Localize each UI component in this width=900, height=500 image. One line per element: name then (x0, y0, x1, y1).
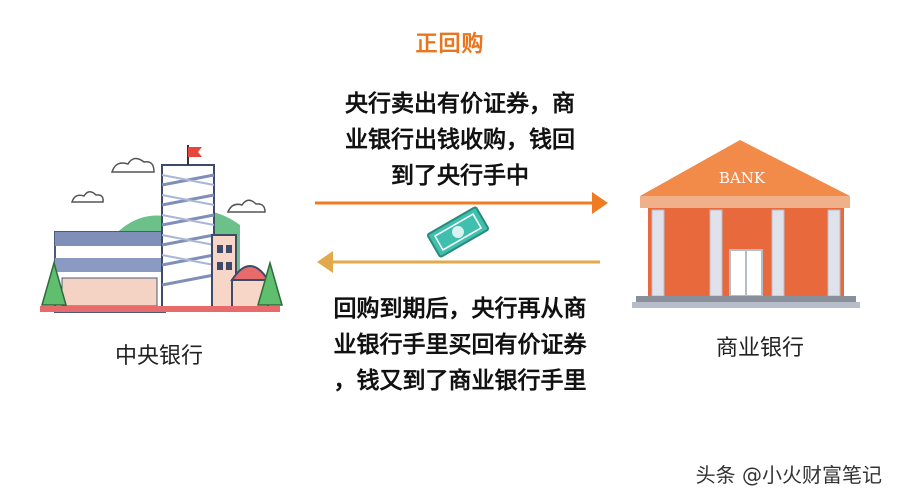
buyback-line-3: ，钱又到了商业银行手里 (333, 368, 587, 394)
sell-line-2: 业银行出钱收购，钱回 (345, 127, 575, 153)
sell-line-3: 到了央行手中 (391, 163, 529, 189)
buyback-line-2: 业银行手里买回有价证券 (333, 332, 587, 358)
central-bank-illustration (40, 145, 283, 313)
transfer-arrows (315, 192, 608, 273)
cloud-icon (70, 157, 266, 213)
commercial-bank-illustration: BANK (632, 140, 860, 308)
money-bill-icon (426, 206, 490, 258)
sell-description: 央行卖出有价证券，商 业银行出钱收购，钱回 到了央行手中 (285, 86, 635, 194)
arrow-right-head-icon (592, 192, 608, 214)
buyback-line-1: 回购到期后，央行再从商 (333, 296, 587, 322)
flag-icon (188, 147, 202, 157)
sell-line-1: 央行卖出有价证券，商 (345, 91, 575, 117)
watermark: 头条 @小火财富笔记 (695, 463, 882, 487)
arrow-left-head-icon (317, 251, 333, 273)
diagram-title: 正回购 (415, 32, 485, 57)
bank-sign: BANK (719, 169, 766, 187)
buyback-description: 回购到期后，央行再从商 业银行手里买回有价证券 ，钱又到了商业银行手里 (285, 291, 635, 399)
central-bank-label: 中央银行 (115, 344, 204, 369)
commercial-bank-label: 商业银行 (716, 336, 805, 361)
